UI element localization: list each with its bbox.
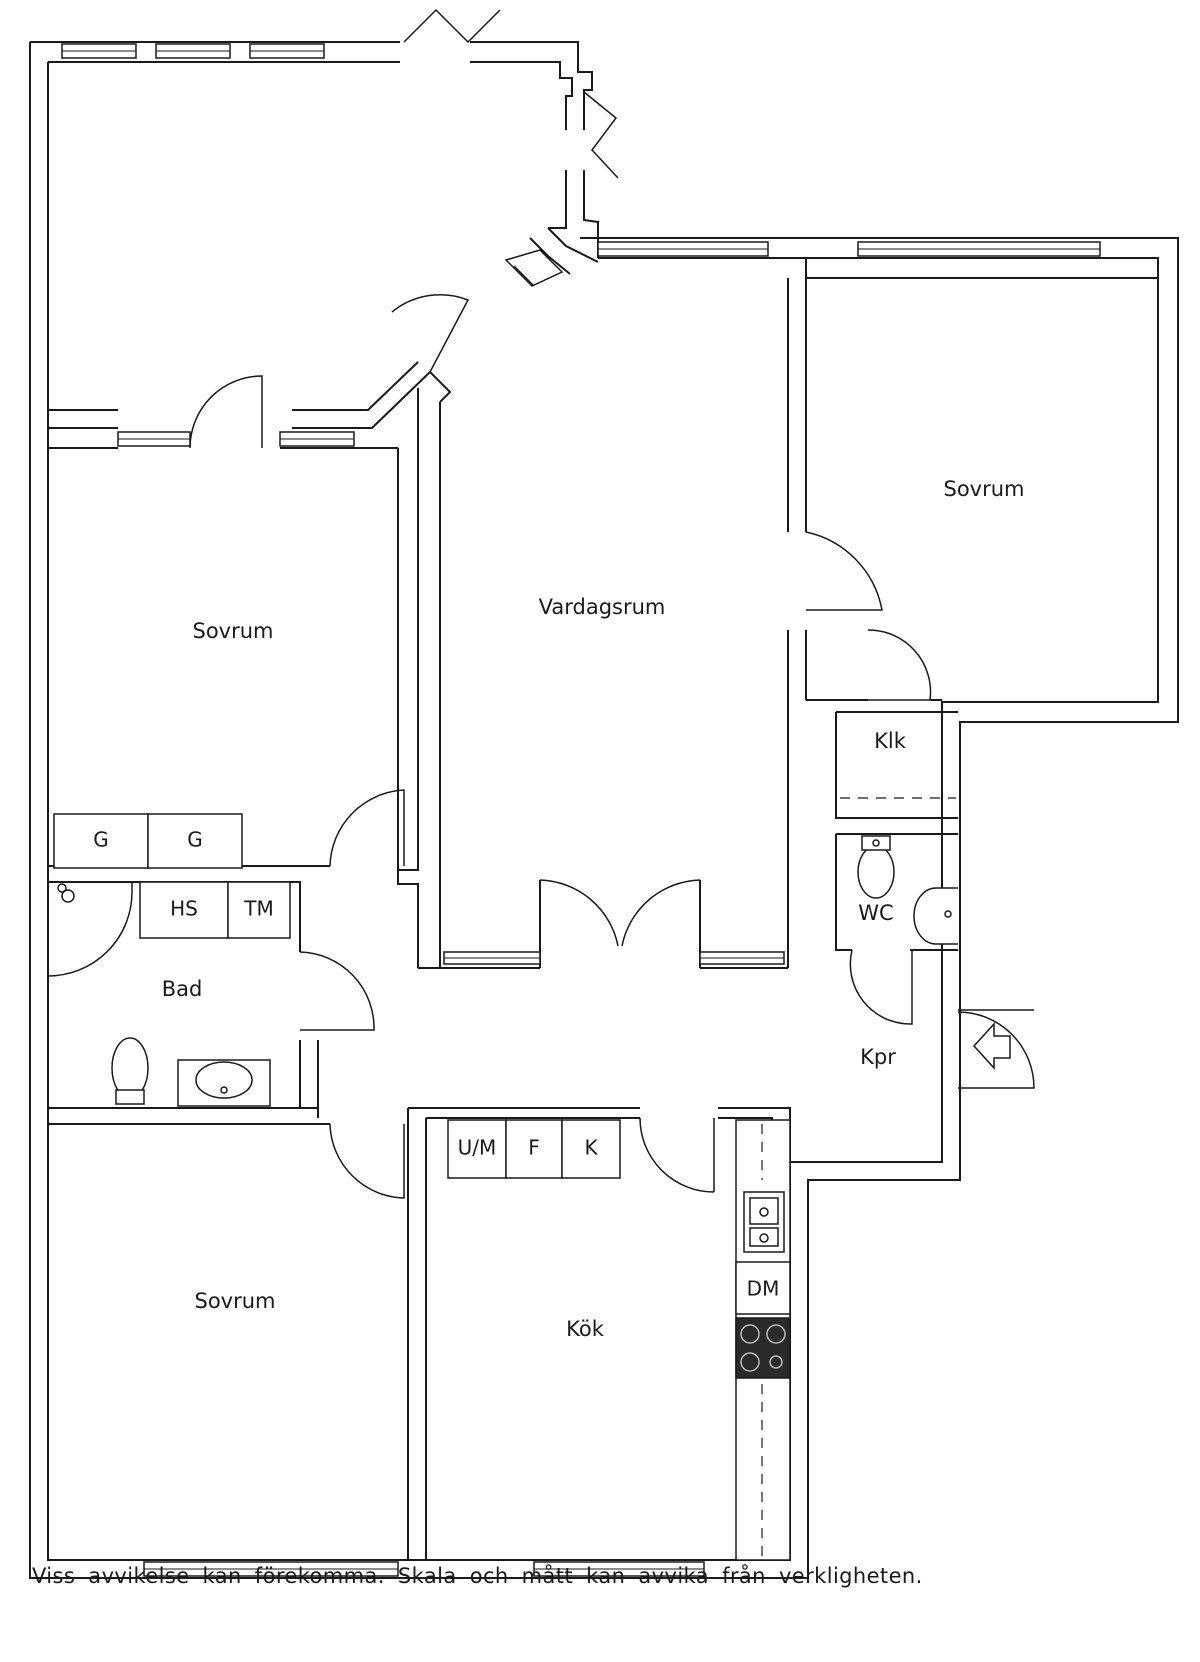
window <box>155 43 231 59</box>
room-labels: Sovrum Vardagsrum Sovrum Klk WC Bad Kpr … <box>162 477 1025 1341</box>
bath-toilet <box>111 1037 149 1105</box>
room-sovrum-upper-left: Sovrum <box>192 619 273 643</box>
disclaimer-text: Viss avvikelse kan förekomma. Skala och … <box>32 1564 923 1588</box>
window <box>249 43 325 59</box>
laundry-hs: HS <box>139 881 229 939</box>
window <box>533 1561 705 1577</box>
dm-label: DM <box>747 1277 780 1301</box>
room-wc: WC <box>858 901 893 925</box>
tm-label: TM <box>243 897 273 921</box>
kitchen-appliance-um: U/M <box>447 1119 507 1179</box>
um-label: U/M <box>458 1136 497 1160</box>
room-klk: Klk <box>874 729 907 753</box>
hs-label: HS <box>170 897 198 921</box>
windows <box>61 43 1101 1577</box>
room-kpr: Kpr <box>860 1045 896 1069</box>
room-kok: Kök <box>566 1317 605 1341</box>
room-vardagsrum: Vardagsrum <box>539 595 666 619</box>
window <box>699 951 785 965</box>
dryer-tm: TM <box>227 881 291 939</box>
window <box>117 431 191 447</box>
stove <box>735 1317 791 1379</box>
balcony-doors <box>403 8 619 287</box>
window <box>597 241 769 257</box>
room-sovrum-right: Sovrum <box>943 477 1024 501</box>
wardrobe-g-right-label: G <box>187 828 203 852</box>
window <box>61 43 137 59</box>
kitchen-appliance-f: F <box>505 1119 563 1179</box>
outer-walls <box>29 41 1179 1579</box>
wc-sink <box>913 887 958 945</box>
entrance-arrow-icon <box>972 1022 1011 1070</box>
kitchen-sink <box>743 1191 785 1253</box>
wardrobe-g-left-label: G <box>93 828 109 852</box>
bath-sink <box>177 1059 271 1107</box>
balcony-edge <box>48 227 599 429</box>
doors <box>189 294 1035 1199</box>
f-label: F <box>528 1136 540 1160</box>
wc-toilet <box>857 835 895 899</box>
window <box>279 431 355 447</box>
wardrobe-g-right: G <box>147 813 243 869</box>
k-label: K <box>584 1136 598 1160</box>
window <box>443 951 541 965</box>
shower <box>47 882 133 977</box>
wardrobe-g-left: G <box>53 813 149 869</box>
window <box>857 241 1101 257</box>
room-sovrum-lower-left: Sovrum <box>194 1289 275 1313</box>
kitchen-appliance-k: K <box>561 1119 621 1179</box>
window <box>143 1561 399 1577</box>
room-bad: Bad <box>162 977 203 1001</box>
dishwasher-dm: DM <box>735 1261 791 1315</box>
